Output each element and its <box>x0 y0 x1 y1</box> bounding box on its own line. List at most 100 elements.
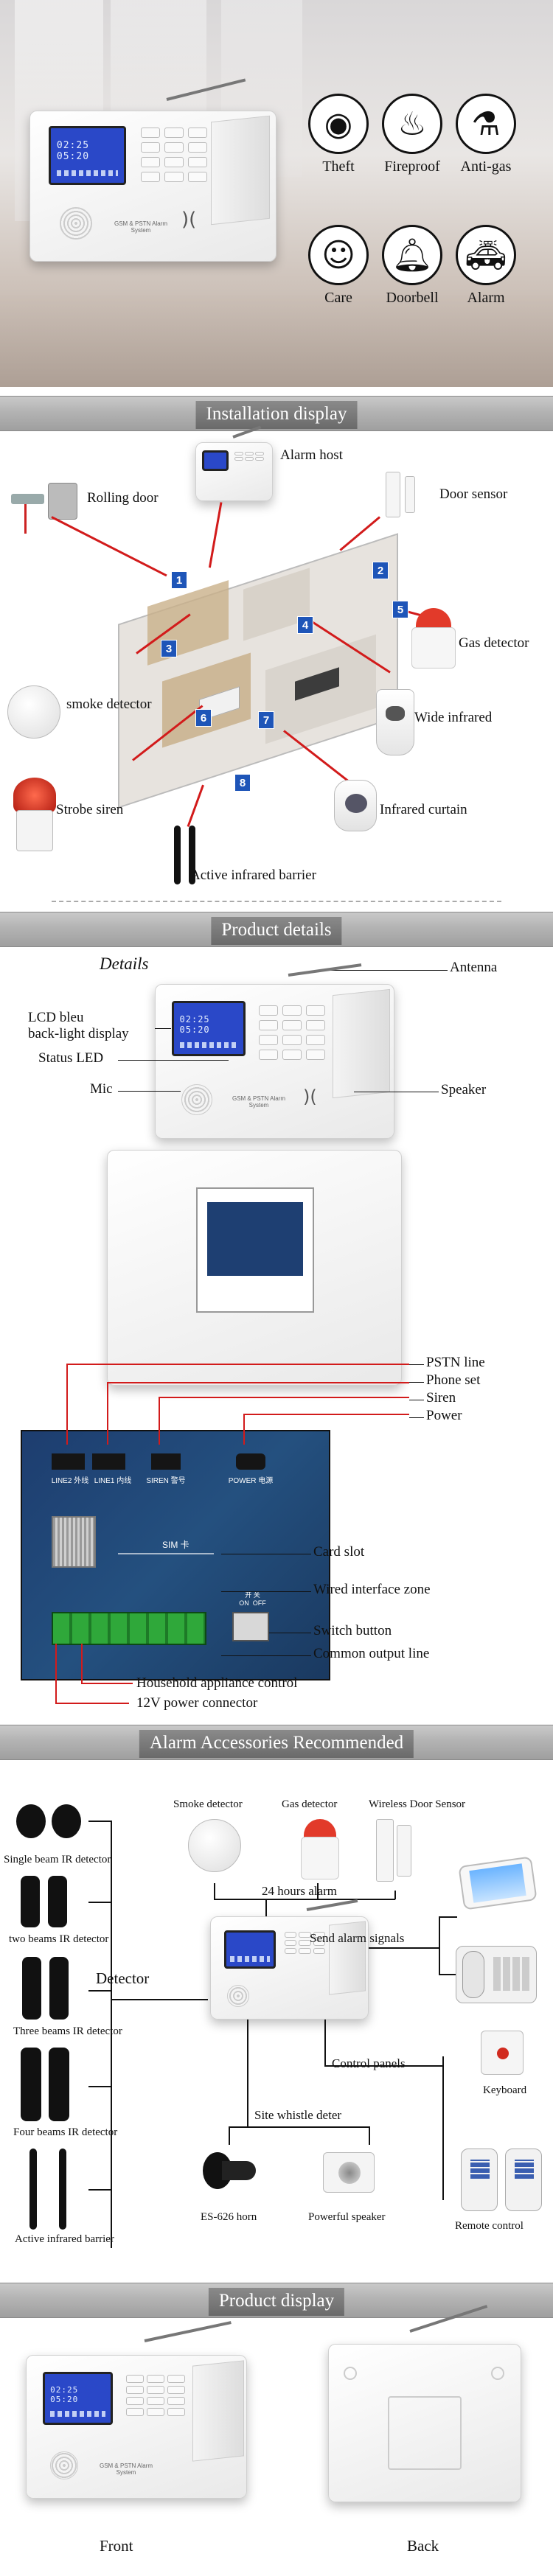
board-switch-text: 开 关 ON OFF <box>239 1591 266 1607</box>
hero-speaker-icon: )( <box>181 209 197 231</box>
zone-tag-8: 8 <box>234 774 251 792</box>
label-powerful-speaker: Powerful speaker <box>308 2211 386 2223</box>
zone-tag-3: 3 <box>161 640 177 657</box>
two-beams-ir-icon-2 <box>48 1876 67 1927</box>
label-two-beams: two beams IR detector <box>9 1933 109 1945</box>
wide-infrared-image <box>376 689 414 755</box>
label-pstn-line: PSTN line <box>426 1355 485 1370</box>
thief-icon: ◉ <box>308 94 369 154</box>
label-rolling-door: Rolling door <box>87 490 159 506</box>
label-front: Front <box>100 2537 133 2555</box>
zone-tag-5: 5 <box>392 601 408 618</box>
board-port-power: POWER 电源 <box>228 1477 274 1485</box>
smoke-detector-image <box>7 685 60 739</box>
installation-divider <box>52 901 501 902</box>
smartphone-image <box>458 1856 538 1910</box>
active-barrier-icon-2 <box>59 2149 66 2230</box>
feature-label-theft: Theft <box>322 158 355 175</box>
horn-siren-image <box>203 2145 258 2196</box>
label-strobe-siren: Strobe siren <box>56 802 124 817</box>
label-control-panels: Control panels <box>332 2056 406 2070</box>
label-gas-detector: Gas detector <box>459 635 529 651</box>
strobe-siren-image <box>13 778 56 851</box>
keyboard-image <box>481 2031 524 2075</box>
acc-gas-detector-image <box>301 1819 339 1882</box>
details-title: Product details <box>211 917 342 945</box>
leader-antenna <box>328 970 448 971</box>
house-floorplan <box>103 533 413 809</box>
label-antenna: Antenna <box>450 960 498 975</box>
hero-alarm-device: 02:25 05:20 GSM & PSTN Alarm System )( <box>29 78 276 262</box>
zone-tag-4: 4 <box>297 616 313 634</box>
board-sim-text: SIM 卡 <box>162 1540 189 1550</box>
hero-lcd-screen: 02:25 05:20 <box>49 126 126 185</box>
label-send-signals: Send alarm signals <box>310 1931 405 1945</box>
label-power-connector: 12V power connector <box>136 1695 258 1711</box>
hero-banner: 02:25 05:20 GSM & PSTN Alarm System )( ◉… <box>0 0 553 387</box>
label-mic: Mic <box>90 1081 113 1097</box>
door-sensor-image <box>386 472 430 523</box>
label-smoke-detector: smoke detector <box>66 697 152 712</box>
sim-slot <box>52 1516 96 1568</box>
details-heading: Details <box>100 954 149 973</box>
powerful-speaker-image <box>323 2152 375 2193</box>
board-port-line2: LINE2 外线 <box>51 1477 89 1485</box>
label-single-beam: Single beam IR detector <box>4 1854 111 1865</box>
label-door-sensor: Door sensor <box>439 486 508 502</box>
details-device-back <box>107 1150 402 1386</box>
feature-label-care: Care <box>324 290 352 306</box>
details-device-front: 02:25 05:20 GSM & PSTN Alarm System )( <box>155 963 394 1139</box>
acc-door-sensor-image <box>376 1819 417 1885</box>
board-port-line1: LINE1 内线 <box>94 1477 132 1485</box>
feature-label-antigas: Anti-gas <box>460 158 512 175</box>
hero-keypad <box>141 128 207 182</box>
installation-title: Installation display <box>195 401 358 429</box>
label-detector: Detector <box>96 1969 150 1987</box>
zone-tag-2: 2 <box>372 562 389 579</box>
label-common-output: Common output line <box>313 1646 430 1661</box>
label-acc-smoke: Smoke detector <box>173 1798 243 1810</box>
details-lcd-screen: 02:25 05:20 <box>172 1001 246 1056</box>
four-beams-ir-icon-2 <box>49 2048 69 2121</box>
label-card-slot: Card slot <box>313 1544 365 1560</box>
label-remote: Remote control <box>455 2220 524 2232</box>
single-beam-ir-icon-2 <box>52 1804 81 1838</box>
desk-phone-image <box>456 1946 537 2003</box>
acc-center-device <box>210 1899 369 2020</box>
details-mic <box>181 1084 212 1115</box>
label-speaker: Speaker <box>441 1082 487 1097</box>
label-active-infrared-barrier: Active infrared barrier <box>190 868 316 883</box>
accessories-title: Alarm Accessories Recommended <box>139 1730 414 1758</box>
barrier-post-left <box>174 825 181 884</box>
board-port-siren: SIREN 警号 <box>146 1477 186 1485</box>
label-infrared-curtain: Infrared curtain <box>380 802 467 817</box>
three-beams-ir-icon <box>22 1957 41 2020</box>
label-keyboard: Keyboard <box>483 2084 527 2096</box>
label-siren: Siren <box>426 1390 456 1406</box>
label-power: Power <box>426 1408 462 1423</box>
family-icon: ☺ <box>308 225 369 285</box>
barrier-post-right <box>189 825 195 884</box>
feature-label-fireproof: Fireproof <box>384 158 440 175</box>
display-section-bar: Product display <box>0 2283 553 2318</box>
label-wired-zone: Wired interface zone <box>313 1582 431 1597</box>
three-beams-ir-icon-2 <box>49 1957 69 2020</box>
label-household: Household appliance control <box>136 1675 298 1691</box>
hero-brand-text: GSM & PSTN Alarm System <box>114 220 167 234</box>
zone-tag-6: 6 <box>195 709 212 727</box>
details-speaker-icon: )( <box>303 1086 317 1107</box>
single-beam-ir-icon <box>16 1804 46 1838</box>
label-status-led: Status LED <box>38 1050 104 1066</box>
label-four-beams: Four beams IR detector <box>13 2126 118 2138</box>
zone-tag-1: 1 <box>171 571 187 589</box>
display-title: Product display <box>208 2288 345 2316</box>
rolling-door-sensor-image <box>11 479 85 538</box>
label-24h-alarm: 24 hours alarm <box>262 1884 337 1898</box>
zone-tag-7: 7 <box>258 711 274 729</box>
label-active-barrier: Active infrared barrier <box>15 2233 114 2245</box>
install-alarm-host <box>195 425 273 501</box>
label-wide-infrared: Wide infrared <box>414 710 493 725</box>
fire-icon: ♨ <box>382 94 442 154</box>
accessories-section-bar: Alarm Accessories Recommended <box>0 1725 553 1760</box>
